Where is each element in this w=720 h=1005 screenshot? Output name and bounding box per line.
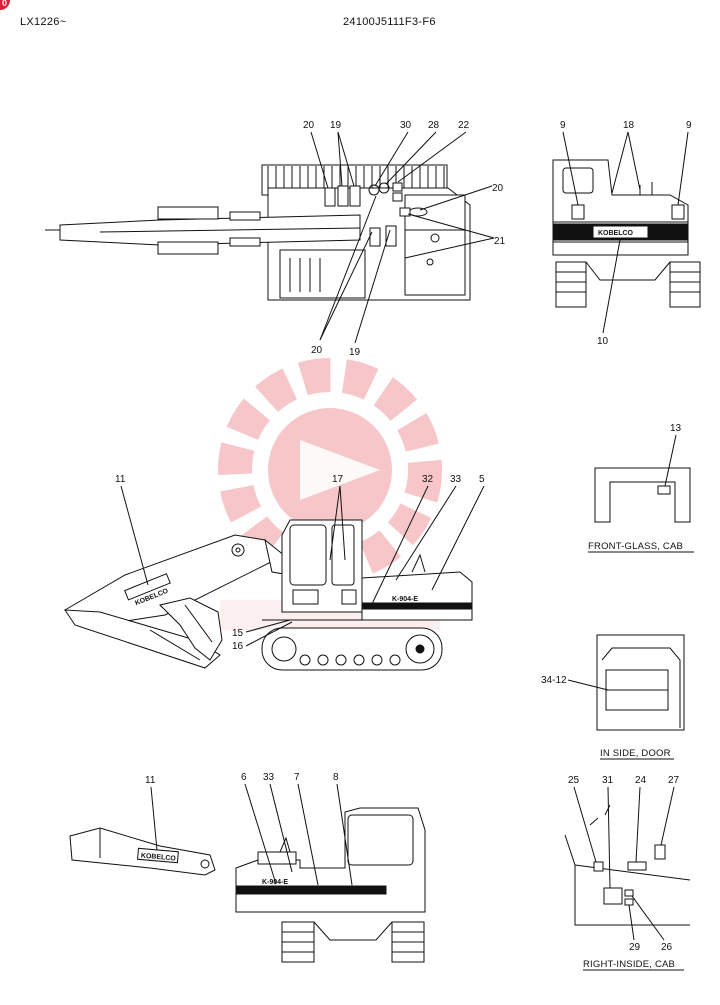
right-inside-cab-drawing: 25 31 24 27 29 26 RIGHT-INSIDE, CAB	[564, 775, 691, 971]
corner-badge: 0	[0, 0, 10, 10]
svg-text:11: 11	[145, 775, 156, 786]
svg-text:17: 17	[332, 474, 344, 485]
svg-text:21: 21	[494, 236, 506, 247]
arm-detail-callouts: 11	[145, 775, 158, 851]
svg-text:16: 16	[232, 641, 244, 652]
arm-detail-drawing: KOBELCO	[69, 827, 216, 876]
svg-text:10: 10	[597, 336, 609, 347]
svg-text:22: 22	[458, 120, 470, 131]
svg-text:29: 29	[629, 942, 641, 953]
right-side-drawing: K-904-E	[235, 807, 426, 963]
part-number-label: 24100J5111F3-F6	[343, 16, 436, 28]
svg-text:34-12: 34-12	[541, 675, 567, 686]
top-view-drawing	[45, 164, 471, 301]
top-view-callouts: 20 19 30 28 22 20 21 20 19	[303, 120, 506, 358]
svg-text:8: 8	[333, 772, 339, 783]
inside-door-drawing: 34-12 IN SIDE, DOOR	[541, 634, 685, 760]
svg-text:20: 20	[303, 120, 315, 131]
svg-text:30: 30	[400, 120, 412, 131]
svg-text:K-904-E: K-904-E	[392, 596, 418, 603]
svg-text:KOBELCO: KOBELCO	[141, 853, 177, 863]
svg-text:33: 33	[263, 772, 275, 783]
svg-text:11: 11	[115, 474, 126, 485]
svg-text:20: 20	[311, 345, 323, 356]
side-track	[261, 627, 443, 671]
svg-text:15: 15	[232, 628, 244, 639]
caption-inside-door: IN SIDE, DOOR	[600, 748, 671, 759]
side-view-drawing: KOBELCO K-904-E	[63, 519, 473, 671]
kobelco-decal-arm-detail	[137, 847, 179, 864]
svg-text:31: 31	[602, 775, 614, 786]
svg-text:33: 33	[450, 474, 462, 485]
svg-text:9: 9	[686, 120, 692, 131]
rear-view-callouts: 9 18 9 10	[560, 120, 692, 347]
svg-text:28: 28	[428, 120, 440, 131]
right-side-callouts: 6 33 7 8	[241, 772, 353, 886]
front-glass-cab-drawing: 13 FRONT-GLASS, CAB	[588, 423, 694, 553]
model-range-label: LX1226~	[20, 16, 67, 28]
kobelco-decal-arm	[124, 573, 171, 601]
svg-text:24: 24	[635, 775, 647, 786]
caption-right-inside: RIGHT-INSIDE, CAB	[583, 959, 675, 970]
svg-text:20: 20	[492, 183, 504, 194]
svg-text:19: 19	[349, 347, 361, 358]
svg-text:19: 19	[330, 120, 342, 131]
svg-text:7: 7	[294, 772, 300, 783]
cab-roof	[279, 249, 366, 299]
svg-text:26: 26	[661, 942, 673, 953]
counterweight-cover	[404, 194, 466, 296]
svg-text:5: 5	[479, 474, 485, 485]
caption-front-glass: FRONT-GLASS, CAB	[588, 541, 683, 552]
svg-text:KOBELCO: KOBELCO	[598, 230, 634, 237]
side-view-callouts: 11 17 32 33 5 15 16	[115, 474, 485, 652]
svg-text:25: 25	[568, 775, 580, 786]
svg-text:27: 27	[668, 775, 680, 786]
svg-text:9: 9	[560, 120, 566, 131]
rear-view-drawing: KOBELCO	[552, 159, 701, 308]
svg-text:18: 18	[623, 120, 635, 131]
svg-text:6: 6	[241, 772, 247, 783]
svg-text:13: 13	[670, 423, 682, 434]
svg-text:32: 32	[422, 474, 434, 485]
